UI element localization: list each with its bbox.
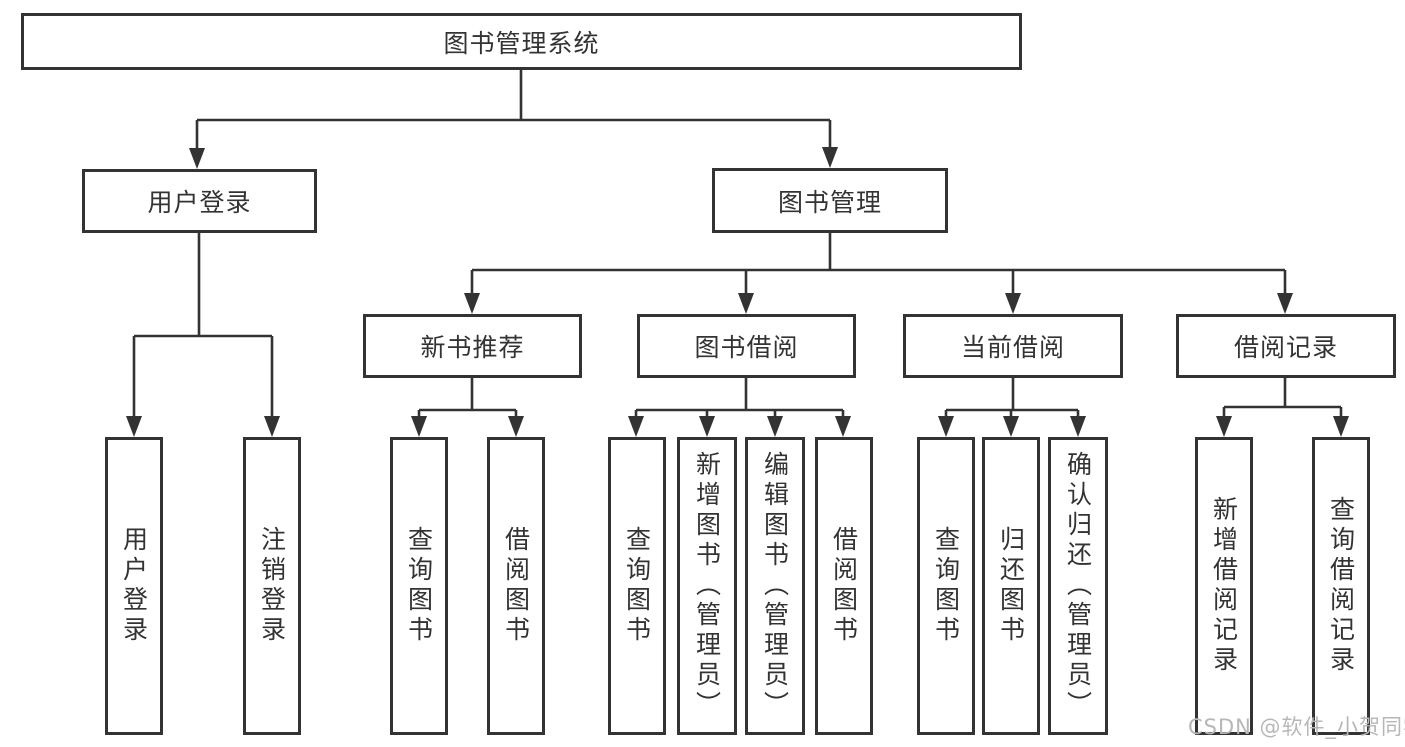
node-label: 用户登录 — [147, 188, 252, 217]
leaf-user-login: 用户登录 — [105, 437, 163, 735]
leaf-label: 查询图书 — [931, 526, 961, 646]
leaf-label: 用户登录 — [119, 526, 149, 646]
leaf-label: 注销登录 — [257, 526, 287, 646]
leaf-add-books-admin: 新增图书（管理员） — [677, 437, 737, 735]
arrowhead-icons — [126, 147, 1349, 437]
node-label: 图书管理系统 — [443, 28, 600, 58]
node-label: 图书管理 — [777, 187, 882, 217]
leaf-label: 查询借阅记录 — [1326, 496, 1356, 676]
leaf-confirm-return-admin: 确认归还（管理员） — [1048, 437, 1108, 735]
leaf-label: 借阅图书 — [829, 526, 859, 646]
node-current-borrowing: 当前借阅 — [903, 314, 1123, 378]
leaf-logout: 注销登录 — [243, 437, 301, 735]
leaf-borrow-books-newbooks: 借阅图书 — [487, 437, 545, 735]
node-new-book-recommendation: 新书推荐 — [363, 314, 582, 378]
leaf-query-books-newbooks: 查询图书 — [390, 437, 448, 735]
node-label: 当前借阅 — [960, 333, 1065, 362]
leaf-label: 归还图书 — [996, 526, 1026, 646]
node-label: 新书推荐 — [420, 333, 525, 362]
node-label: 图书借阅 — [694, 333, 799, 362]
leaf-query-books-borrowing: 查询图书 — [608, 437, 666, 735]
leaf-borrow-books-borrowing: 借阅图书 — [815, 437, 873, 735]
leaf-return-books: 归还图书 — [982, 437, 1040, 735]
node-book-management-module: 图书管理 — [712, 168, 948, 233]
leaf-label: 查询图书 — [622, 526, 652, 646]
leaf-query-books-current: 查询图书 — [917, 437, 975, 735]
leaf-label: 查询图书 — [404, 526, 434, 646]
leaf-edit-books-admin: 编辑图书（管理员） — [745, 437, 805, 735]
leaf-query-borrow-record: 查询借阅记录 — [1312, 437, 1370, 735]
leaf-add-borrow-record: 新增借阅记录 — [1195, 437, 1253, 735]
node-user-login-module: 用户登录 — [82, 169, 317, 233]
leaf-label: 新增借阅记录 — [1209, 496, 1239, 676]
node-book-borrowing: 图书借阅 — [637, 314, 856, 378]
leaf-label: 新增图书（管理员） — [692, 451, 722, 721]
csdn-watermark: CSDN @软件_小贺同学 — [1188, 715, 1405, 739]
leaf-label: 借阅图书 — [501, 526, 531, 646]
leaf-label: 确认归还（管理员） — [1063, 451, 1093, 721]
leaf-label: 编辑图书（管理员） — [760, 451, 790, 721]
node-label: 借阅记录 — [1233, 333, 1338, 362]
node-library-management-system: 图书管理系统 — [21, 13, 1022, 70]
node-borrowing-records: 借阅记录 — [1176, 314, 1396, 378]
